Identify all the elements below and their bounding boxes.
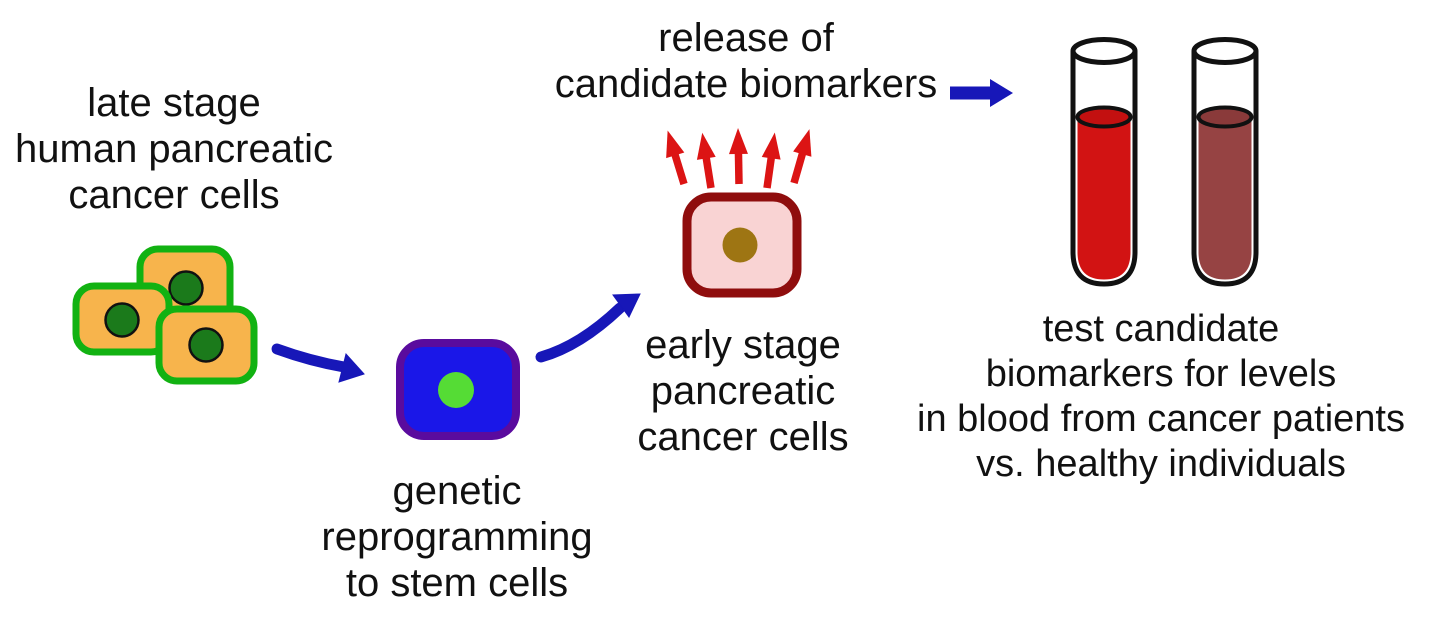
test-tube-cancer-patient-icon	[1070, 37, 1138, 287]
arrow-to-early-stage-icon	[535, 293, 641, 363]
stem-cell-nucleus	[438, 372, 474, 408]
early-stage-label-line2: pancreatic	[650, 369, 836, 413]
test-biomarkers-label-line4: vs. healthy individuals	[976, 443, 1346, 485]
arrow-to-reprogramming-icon	[271, 343, 365, 383]
arrow-to-test-tubes-icon	[950, 79, 1013, 107]
biomarker-release-arrows-icon	[666, 128, 812, 189]
tube2-blood	[1198, 117, 1252, 280]
cancer-cell-back-nucleus	[168, 270, 204, 306]
test-biomarkers-label-line3: in blood from cancer patients	[917, 398, 1405, 440]
tube1-opening	[1070, 37, 1138, 65]
tube2-glass	[1191, 51, 1259, 287]
cancer-cell-front-nucleus	[188, 327, 224, 363]
test-tube-healthy-individual-icon	[1191, 37, 1259, 287]
genetic-reprogramming-label-line1: genetic	[392, 469, 522, 513]
genetic-reprogramming-label: genetic reprogramming to stem cells	[287, 468, 627, 606]
test-biomarkers-label: test candidate biomarkers for levels in …	[901, 307, 1421, 487]
tube2-opening	[1191, 37, 1259, 65]
tube1-blood	[1077, 117, 1131, 280]
release-biomarkers-label-line1: release of	[658, 16, 834, 60]
tube2-blood-surface	[1196, 105, 1254, 129]
early-cell-nucleus	[722, 227, 758, 263]
early-stage-label-line1: early stage	[645, 323, 841, 367]
test-biomarkers-label-line1: test candidate	[1042, 308, 1280, 350]
stem-cell-icon	[396, 339, 520, 440]
early-stage-cancer-cell-icon	[682, 192, 802, 298]
tube1-glass	[1070, 51, 1138, 287]
tube1-blood-surface	[1075, 105, 1133, 129]
late-stage-label-line1: late stage	[87, 81, 261, 125]
release-biomarkers-label-line2: candidate biomarkers	[554, 62, 938, 106]
early-stage-label-line3: cancer cells	[637, 415, 849, 459]
late-stage-cancer-cells-icon	[72, 245, 258, 385]
genetic-reprogramming-label-line2: reprogramming	[321, 515, 593, 559]
release-biomarkers-label: release of candidate biomarkers	[536, 15, 956, 107]
late-stage-label-line2: human pancreatic	[15, 127, 333, 171]
cancer-cell-left-nucleus	[104, 302, 140, 338]
test-biomarkers-label-line2: biomarkers for levels	[985, 353, 1337, 395]
genetic-reprogramming-label-line3: to stem cells	[345, 561, 569, 605]
late-stage-label: late stage human pancreatic cancer cells	[0, 80, 348, 218]
early-stage-label: early stage pancreatic cancer cells	[583, 322, 903, 460]
late-stage-label-line3: cancer cells	[68, 173, 280, 217]
